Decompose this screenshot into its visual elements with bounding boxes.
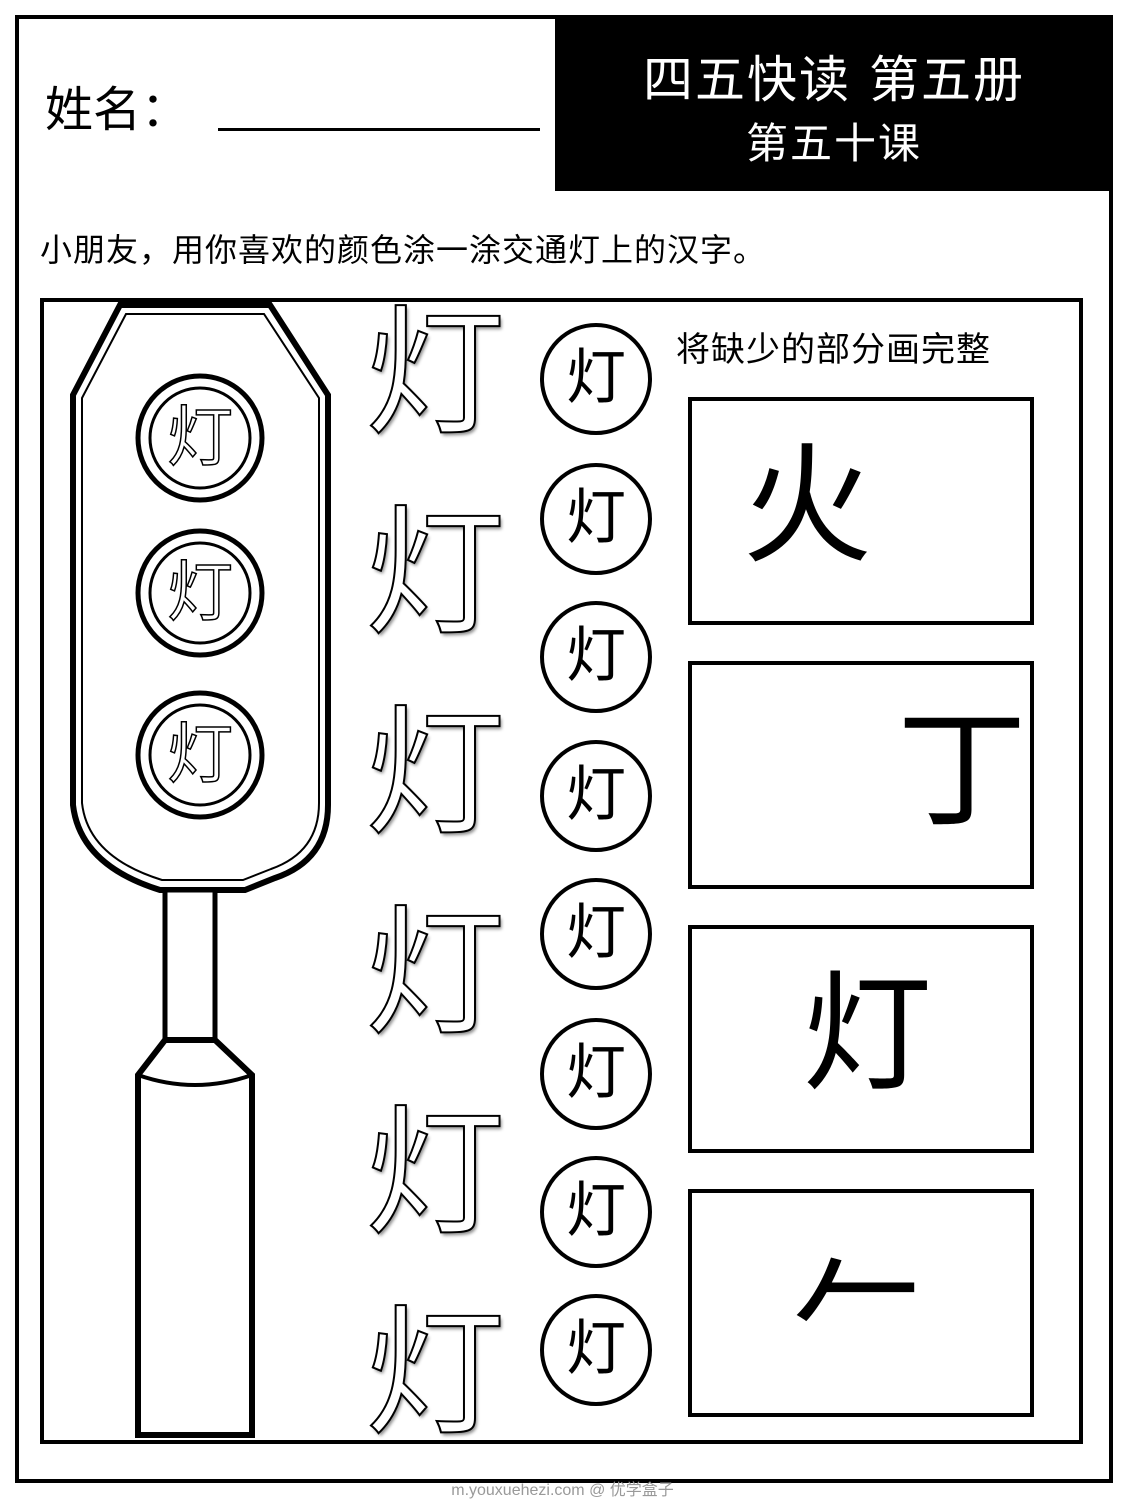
footer-watermark: m.youxuehezi.com @ 优学盒子	[451, 1482, 674, 1499]
outline-char-coloring[interactable]: 灯	[364, 693, 506, 856]
shown-character-part: 丁	[897, 694, 1028, 846]
traffic-light-lamp-char[interactable]: 灯	[166, 553, 234, 632]
answer-box[interactable]: 丁	[688, 661, 1034, 889]
name-input-line[interactable]	[218, 128, 540, 131]
circled-char[interactable]: 灯	[540, 463, 652, 575]
name-label: 姓名：	[45, 82, 190, 138]
circled-char[interactable]: 灯	[540, 740, 652, 852]
title-banner	[555, 15, 1113, 191]
circled-char[interactable]: 灯	[540, 1018, 652, 1130]
circled-char[interactable]: 灯	[540, 878, 652, 990]
shown-character-part: 𠂉	[792, 1222, 923, 1374]
circled-char[interactable]: 灯	[540, 1156, 652, 1268]
traffic-light-lamp-middle	[135, 528, 265, 658]
answer-box[interactable]: 𠂉	[688, 1189, 1034, 1417]
circled-char[interactable]: 灯	[540, 323, 652, 435]
circled-char[interactable]: 灯	[540, 601, 652, 713]
outline-char-coloring[interactable]: 灯	[364, 493, 506, 656]
outline-char-coloring[interactable]: 灯	[364, 893, 506, 1056]
traffic-light-pole	[135, 887, 255, 1438]
shown-character-part: 火	[742, 430, 873, 582]
activity-area	[40, 298, 1083, 1444]
outline-char-coloring[interactable]: 灯	[364, 1093, 506, 1256]
shown-character-part: 灯	[802, 958, 933, 1110]
traffic-light-lamp-char[interactable]: 灯	[166, 715, 234, 794]
traffic-light-lamp-char[interactable]: 灯	[166, 398, 234, 477]
traffic-light-drawing	[70, 302, 331, 1438]
lesson-title: 第五十课	[745, 119, 922, 168]
outline-char-coloring[interactable]: 灯	[364, 293, 506, 456]
answer-box[interactable]: 灯	[688, 925, 1034, 1153]
circled-char[interactable]: 灯	[540, 1294, 652, 1406]
answer-box[interactable]: 火	[688, 397, 1034, 625]
series-title: 四五快读 第五册	[643, 51, 1025, 109]
completion-instruction: 将缺少的部分画完整	[676, 330, 991, 370]
traffic-light-lamp-top	[135, 373, 265, 503]
outline-char-coloring[interactable]: 灯	[364, 1293, 506, 1456]
instruction-text: 小朋友，用你喜欢的颜色涂一涂交通灯上的汉字。	[40, 231, 767, 269]
traffic-light-lamp-bottom	[135, 690, 265, 820]
